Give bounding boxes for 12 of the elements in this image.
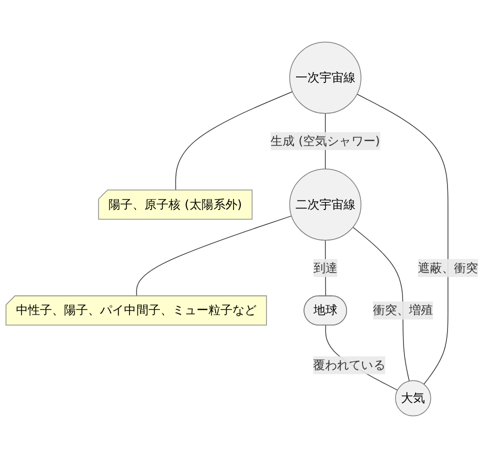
edge-label: 衝突、増殖	[372, 302, 433, 318]
edge-label: 生成 (空気シャワー)	[270, 134, 380, 148]
node-circle: 一次宇宙線	[289, 42, 362, 114]
connector	[136, 216, 292, 297]
connector	[356, 94, 448, 385]
edge-label: 到達	[313, 260, 338, 275]
node-circle: 二次宇宙線	[289, 168, 362, 241]
edge-label: 覆われている	[313, 358, 386, 372]
connector	[352, 226, 410, 382]
connector	[175, 91, 293, 191]
edge-label: 遮蔽、衝突	[418, 260, 478, 275]
node-circle: 大気	[395, 380, 432, 416]
